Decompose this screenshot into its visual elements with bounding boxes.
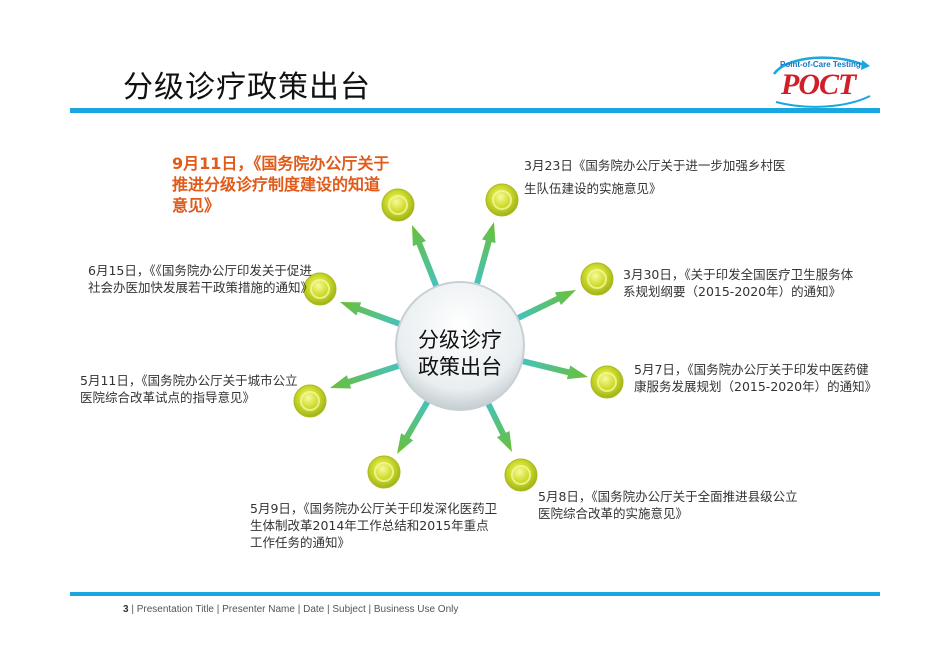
node-ball-sep11 <box>381 188 415 222</box>
node-label-may9: 5月9日，《国务院办公厅关于印发深化医药卫生体制改革2014年工作总结和2015… <box>250 501 498 550</box>
node-ball-may9 <box>367 455 401 489</box>
node-ball-ring-mar23 <box>492 190 512 210</box>
node-ball-ring-jun15 <box>310 279 330 299</box>
page-title: 分级诊疗政策出台 <box>123 70 371 105</box>
node-label-may7: 5月7日，《国务院办公厅关于印发中医药健康服务发展规划（2015-2020年）的… <box>634 362 878 394</box>
arrow-sep11 <box>411 224 444 299</box>
center-label: 分级诊疗 政策出台 <box>404 327 516 381</box>
footer-page-number: 3 <box>123 604 129 615</box>
footer-divider <box>70 592 880 596</box>
arrow-mar30 <box>505 290 576 327</box>
node-label-may11: 5月11日，《国务院办公厅关于城市公立医院综合改革试点的指导意见》 <box>80 373 298 405</box>
arrow-jun15 <box>339 301 413 331</box>
arrow-may11 <box>330 359 412 389</box>
footer-text: | Presentation Title | Presenter Name | … <box>128 604 459 615</box>
arrow-may9 <box>396 389 437 455</box>
logo-wordmark: POCT <box>781 68 856 101</box>
node-ball-mar23 <box>485 183 519 217</box>
node-label-sep11: 9月11日，《国务院办公厅关于推进分级诊疗制度建设的知道意见》 <box>172 154 390 215</box>
node-label-may8: 5月8日，《国务院办公厅关于全面推进县级公立医院综合改革的实施意见》 <box>538 489 798 521</box>
node-label-mar23: 3月23日《国务院办公厅关于进一步加强乡村医生队伍建设的实施意见》 <box>524 158 786 196</box>
node-ball-may11 <box>293 384 327 418</box>
node-ball-ring-may9 <box>374 462 394 482</box>
arrow-may8 <box>480 391 513 453</box>
node-ball-ring-mar30 <box>587 269 607 289</box>
node-ball-mar30 <box>580 262 614 296</box>
logo-tagline: Point-of-Care Testing <box>780 60 861 69</box>
center-line-2: 政策出台 <box>418 355 502 379</box>
node-ball-ring-may7 <box>597 372 617 392</box>
node-ball-may8 <box>504 458 538 492</box>
node-ball-ring-may11 <box>300 391 320 411</box>
node-ball-jun15 <box>303 272 337 306</box>
logo-swoosh-icon <box>772 56 871 108</box>
node-ball-ring-sep11 <box>388 195 408 215</box>
node-label-jun15: 6月15日，《《国务院办公厅印发关于促进社会办医加快发展若干政策措施的通知》 <box>88 263 314 295</box>
center-hub <box>395 281 525 411</box>
footer: 3 | Presentation Title | Presenter Name … <box>123 604 458 615</box>
node-label-mar30: 3月30日，《关于印发全国医疗卫生服务体系规划纲要（2015-2020年）的通知… <box>623 267 854 299</box>
node-ball-ring-may8 <box>511 465 531 485</box>
header-divider <box>70 108 880 113</box>
node-ball-may7 <box>590 365 624 399</box>
arrow-may7 <box>509 355 588 380</box>
arrow-mar23 <box>470 222 496 297</box>
center-line-1: 分级诊疗 <box>418 328 502 352</box>
